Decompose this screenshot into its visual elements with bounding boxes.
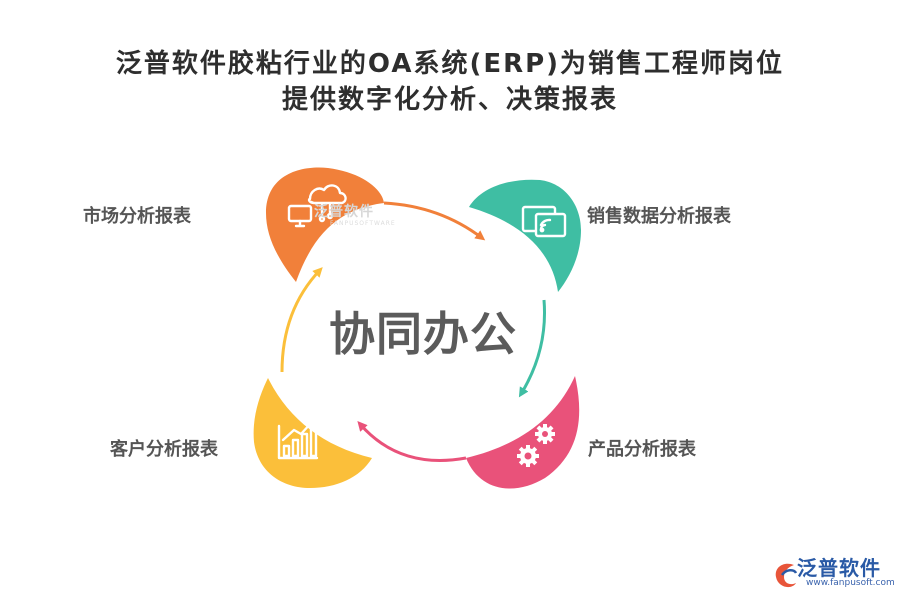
gears-icon [517, 424, 555, 467]
fanpu-logo-icon [775, 563, 798, 588]
center-label: 协同办公 [329, 307, 517, 361]
title-line-2: 提供数字化分析、决策报表 [281, 85, 618, 115]
label-product-report: 产品分析报表 [588, 439, 696, 460]
watermark-text: 泛普软件 [314, 204, 374, 220]
arrow-sales-to-product [518, 299, 546, 398]
screen-signal-icon [521, 205, 567, 238]
label-market-report: 市场分析报表 [83, 206, 191, 227]
watermark-subtext: FANPUSOFTWARE [330, 220, 396, 227]
arrow-customer-to-market [280, 267, 323, 373]
petal-product [466, 376, 580, 489]
logo-name: 泛普软件 [797, 556, 881, 580]
petal-customer [253, 378, 372, 488]
page-title: 泛普软件胶粘行业的OA系统(ERP)为销售工程师岗位 提供数字化分析、决策报表 [0, 46, 900, 118]
logo-url: www.fanpusoft.com [806, 578, 895, 588]
title-line-1: 泛普软件胶粘行业的OA系统(ERP)为销售工程师岗位 [115, 49, 785, 79]
cloud-computer-icon [287, 184, 347, 228]
petal-market [266, 167, 384, 282]
bar-chart-icon [277, 420, 319, 460]
arrow-product-to-customer [357, 420, 467, 462]
arrow-market-to-sales [383, 201, 486, 241]
label-sales-data-report: 销售数据分析报表 [587, 206, 731, 227]
label-customer-report: 客户分析报表 [110, 439, 218, 460]
